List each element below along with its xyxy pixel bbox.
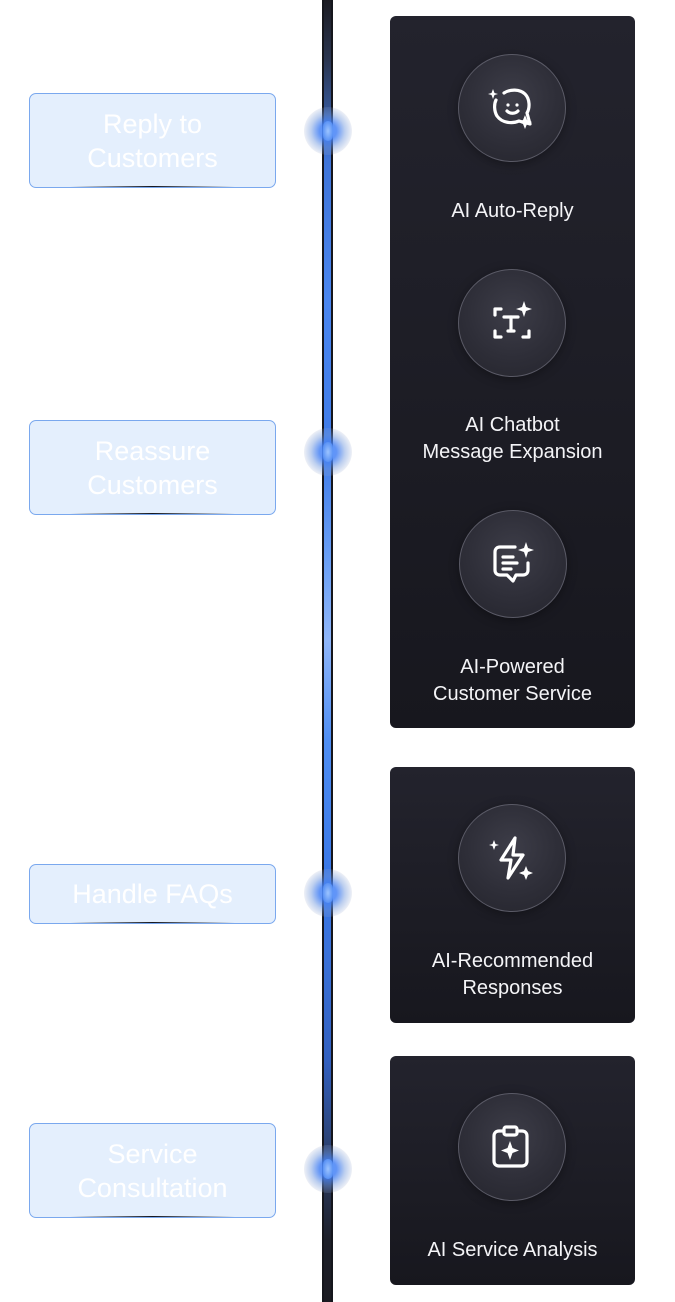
feature-label: AI Auto-Reply: [451, 200, 574, 222]
feature-card-group-2: AI-Recommended Responses: [390, 767, 635, 1023]
timeline-node-faqs: [304, 869, 352, 917]
feature-label: AI-Recommended Responses: [431, 950, 594, 999]
timeline-node-consultation: [304, 1145, 352, 1193]
timeline-line: [322, 0, 333, 1302]
scenario-label: Reply to Customers: [87, 108, 218, 173]
feature-label: AI Chatbot Message Expansion: [422, 414, 603, 463]
scenario-tag-reassure: Reassure Customers: [29, 420, 276, 515]
timeline-node-reassure: [304, 428, 352, 476]
feature-card-group-3: AI Service Analysis: [390, 1056, 635, 1285]
scenario-tag-reply: Reply to Customers: [29, 93, 276, 188]
scenario-label: Reassure Customers: [87, 435, 218, 500]
scenario-label: Service Consultation: [77, 1138, 228, 1203]
chat-face-sparkle-icon: [458, 54, 566, 162]
feature-card-group-1: AI Auto-Reply AI Chatbot Message Expansi…: [390, 16, 635, 728]
feature-label: AI-Powered Customer Service: [433, 656, 592, 705]
feature-label: AI Service Analysis: [427, 1239, 598, 1261]
text-scan-sparkle-icon: [458, 269, 566, 377]
scenario-tag-faqs: Handle FAQs: [29, 864, 276, 924]
message-lines-sparkle-icon: [459, 510, 567, 618]
timeline-node-reply: [304, 107, 352, 155]
scenario-label: Handle FAQs: [72, 879, 233, 909]
lightning-sparkle-icon: [458, 804, 566, 912]
scenario-tag-consultation: Service Consultation: [29, 1123, 276, 1218]
clipboard-sparkle-icon: [458, 1093, 566, 1201]
